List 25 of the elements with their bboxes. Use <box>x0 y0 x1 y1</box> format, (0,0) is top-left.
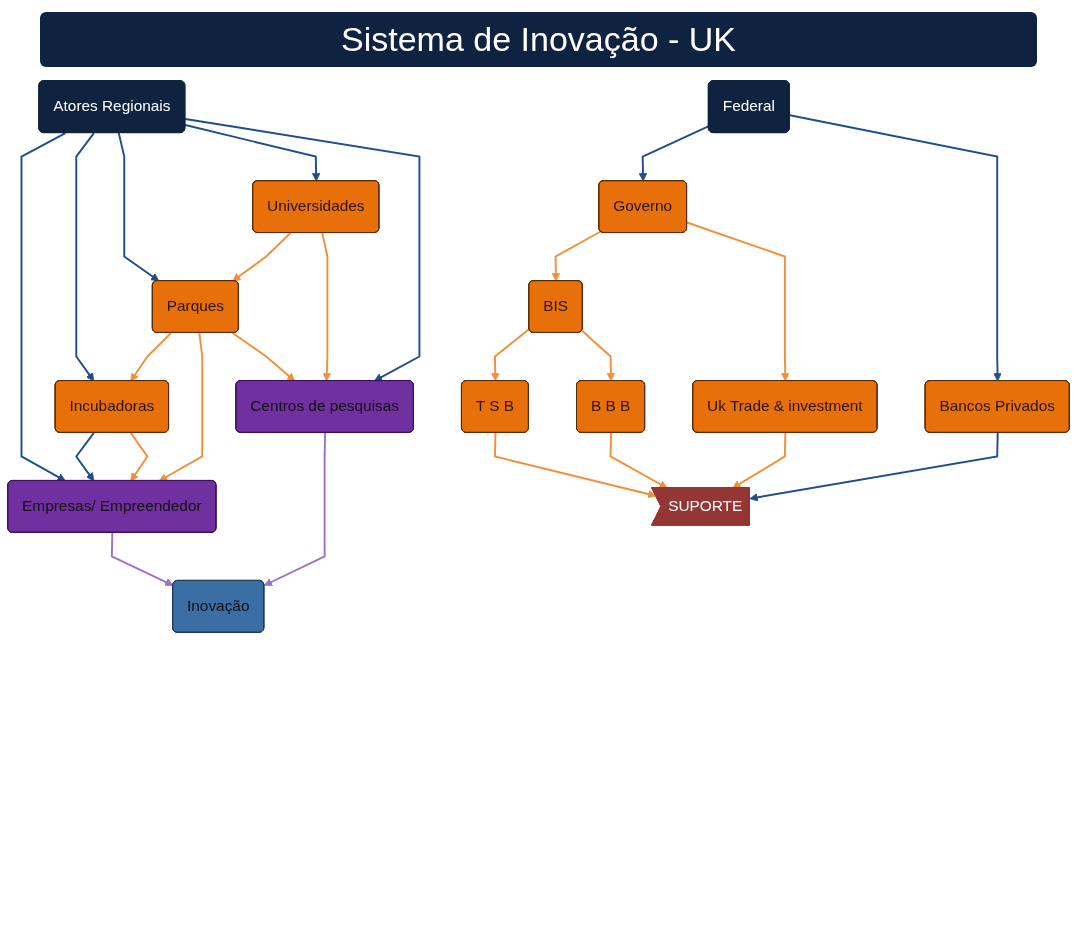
arrow <box>231 332 296 382</box>
arrow <box>749 431 999 502</box>
arrow <box>491 328 531 382</box>
arrow <box>117 132 160 282</box>
arrow <box>129 431 149 482</box>
arrow <box>130 332 172 382</box>
arrow <box>638 125 710 182</box>
arrow <box>581 329 616 382</box>
arrow <box>75 431 95 482</box>
arrow <box>493 431 657 499</box>
arrow <box>788 114 1002 382</box>
arrow <box>110 531 174 586</box>
arrow <box>609 431 668 489</box>
arrow <box>75 132 95 382</box>
arrow <box>321 232 332 382</box>
arrow <box>263 431 327 586</box>
title-banner: Sistema de Inovação - UK <box>40 12 1037 67</box>
arrow <box>732 431 787 489</box>
arrow <box>158 332 204 482</box>
arrow <box>184 124 321 182</box>
arrow <box>232 232 292 282</box>
arrow <box>551 230 602 282</box>
arrow <box>184 118 421 382</box>
arrow <box>20 132 67 482</box>
arrow <box>686 221 790 382</box>
